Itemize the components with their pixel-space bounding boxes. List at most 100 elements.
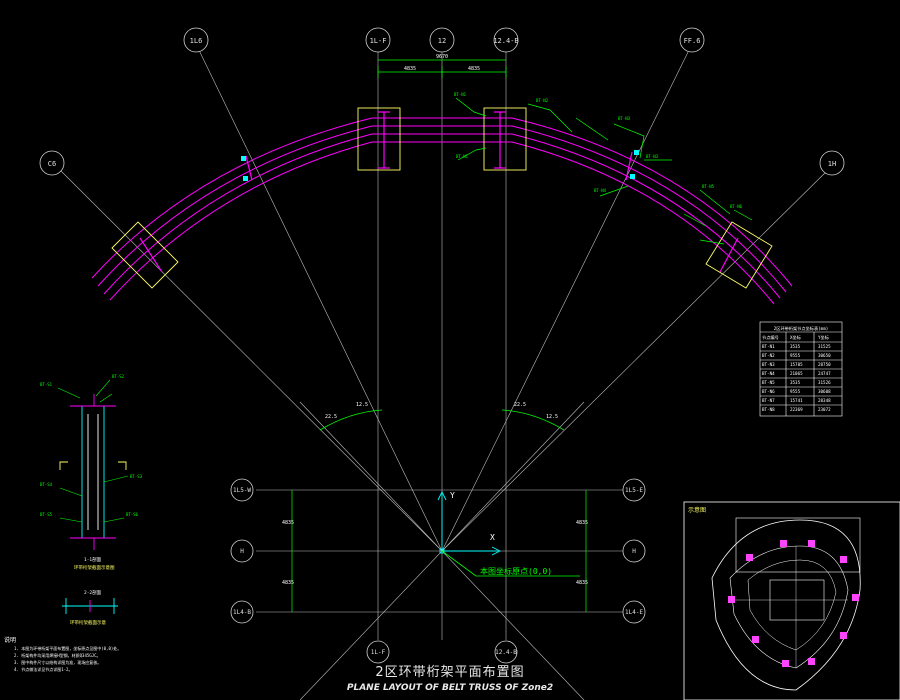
grid-bubble-label: C6 xyxy=(48,160,56,168)
dimension-text: 4835 xyxy=(404,66,416,72)
table-cell: BT-N1 xyxy=(762,344,775,349)
grid-bubble-label: 12 xyxy=(438,37,446,45)
callout-text: BT-N6 xyxy=(730,204,743,209)
grid-bubble-label: 1L5-W xyxy=(233,487,251,494)
table-cell: 31525 xyxy=(818,344,831,349)
section-callout: BT-S1 xyxy=(40,382,53,387)
grid-bubble-label: 12.4-B xyxy=(495,649,517,656)
callout-text: BT-N5 xyxy=(702,184,715,189)
table-title: 2区环带桁架节点坐标表(mm) xyxy=(774,325,828,332)
grid-bubbles-side xyxy=(230,478,646,664)
angle-text: 12.5 xyxy=(356,402,368,408)
table-header: 节点编号 xyxy=(762,334,779,341)
section-callout: BT-S5 xyxy=(40,512,53,517)
notes-line: 1. 本图为环带桁架平面布置图，坐标原点见图中(0,0)处。 xyxy=(14,645,121,651)
ucs-icon xyxy=(437,490,502,556)
dimension-text: 9670 xyxy=(436,54,448,60)
angle-dimensions xyxy=(319,409,565,431)
callout-leaders xyxy=(455,97,753,245)
section-leaders xyxy=(57,379,129,523)
table-cell: 21065 xyxy=(790,371,803,376)
table-cell: 9555 xyxy=(790,389,801,394)
axis-y-label: Y xyxy=(450,491,455,500)
callout-text: BT-N1 xyxy=(456,154,469,159)
callout-text: BT-N3 xyxy=(646,154,659,159)
dimension-text: 4835 xyxy=(576,520,588,526)
axis-markers xyxy=(241,150,639,181)
section-sublabel: 环带桁架截面示意图 xyxy=(74,564,115,571)
grid-bubble-label: 1H xyxy=(828,160,836,168)
grid-bubble-label: 1L-F xyxy=(371,649,386,656)
table-cell: 30608 xyxy=(818,389,831,394)
coordinate-table xyxy=(759,321,843,417)
drawing-title-cn: 2区环带桁架平面布置图 xyxy=(375,665,525,680)
table-cell: 15705 xyxy=(790,362,803,367)
table-cell: 30650 xyxy=(818,353,831,358)
section-callout: BT-S6 xyxy=(126,512,139,517)
table-cell: 3535 xyxy=(790,380,801,385)
table-cell: BT-N5 xyxy=(762,380,775,385)
table-cell: BT-N6 xyxy=(762,389,775,394)
top-dimension xyxy=(377,59,507,78)
table-header: X坐标 xyxy=(790,334,801,341)
grid-bubble-label: 12.4-B xyxy=(493,37,518,45)
section-label-2: 2-2剖面 xyxy=(84,589,102,596)
table-cell: 3535 xyxy=(790,344,801,349)
callout-text: BT-N2 xyxy=(536,98,549,103)
table-cell: 22369 xyxy=(790,407,803,412)
grid-bubble-label: 1L-F xyxy=(370,37,387,45)
notes-line: 3. 图中构件尺寸以结构详图为准，现场应复核。 xyxy=(14,659,101,665)
callout-text: BT-N3 xyxy=(618,116,631,121)
section-sublabel-2: 环带桁架截面示意 xyxy=(70,619,106,626)
table-cell: BT-N8 xyxy=(762,407,775,412)
grid-bubble-label: 1L4-B xyxy=(233,609,251,616)
truss-members xyxy=(139,111,739,273)
table-cell: BT-N4 xyxy=(762,371,775,376)
grid-bubbles-top xyxy=(39,27,845,176)
grid-bubble-label: H xyxy=(240,548,244,555)
plan-dimensions xyxy=(291,490,587,612)
angle-text: 22.5 xyxy=(514,402,526,408)
dimension-text: 4835 xyxy=(282,520,294,526)
angle-text: 22.5 xyxy=(325,414,337,420)
table-cell: 28348 xyxy=(818,398,831,403)
callout-text: BT-N4 xyxy=(594,188,607,193)
section-2-detail xyxy=(62,598,118,614)
table-cell: 23072 xyxy=(818,407,831,412)
keyplan: 示意图 xyxy=(683,501,900,700)
table-cell: 15741 xyxy=(790,398,803,403)
section-callout: BT-S2 xyxy=(112,374,125,379)
grid-bubble-label: 1L4-E xyxy=(625,609,643,616)
table-cell: BT-N7 xyxy=(762,398,775,403)
grid-bubble-label: 1L6 xyxy=(190,37,203,45)
grid-bubble-label: FF.6 xyxy=(684,37,701,45)
section-callout: BT-S4 xyxy=(40,482,53,487)
dimension-text: 4835 xyxy=(576,580,588,586)
node-boxes xyxy=(111,107,773,289)
table-cell: 28750 xyxy=(818,362,831,367)
notes-line: 4. 节点做法详见节点详图1-2。 xyxy=(14,666,72,672)
notes-heading: 说明 xyxy=(4,636,16,644)
belt-truss-arc xyxy=(91,117,793,305)
origin-label: 本图坐标原点(0,0) xyxy=(480,566,552,576)
grid-bubble-label: 1L5-E xyxy=(625,487,643,494)
plan-frame xyxy=(256,489,628,613)
table-header: Y坐标 xyxy=(818,334,829,341)
drawing-title-en: PLANE LAYOUT OF BELT TRUSS OF Zone2 xyxy=(346,683,554,693)
section-label: 1-1剖面 xyxy=(84,556,102,563)
notes-line: 2. 桁架构件均采用焊接H型钢，材质Q345GJC。 xyxy=(14,652,101,658)
table-cell: BT-N3 xyxy=(762,362,775,367)
dimension-text: 4835 xyxy=(468,66,480,72)
axis-x-label: X xyxy=(490,533,495,542)
origin-leader xyxy=(441,550,580,577)
dimension-text: 4835 xyxy=(282,580,294,586)
table-cell: BT-N2 xyxy=(762,353,775,358)
table-cell: 31526 xyxy=(818,380,831,385)
callout-text: BT-N1 xyxy=(454,92,467,97)
table-cell: 9555 xyxy=(790,353,801,358)
angle-text: 12.5 xyxy=(546,414,558,420)
section-detail xyxy=(59,394,127,550)
table-cell: 24747 xyxy=(818,371,831,376)
section-callout: BT-S3 xyxy=(130,474,143,479)
